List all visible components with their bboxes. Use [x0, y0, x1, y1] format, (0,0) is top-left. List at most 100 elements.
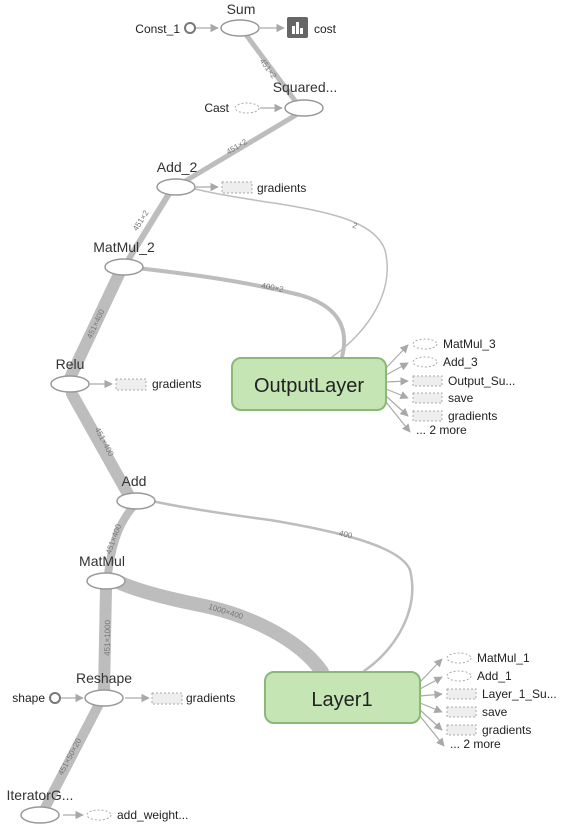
- edge-layer1-out-4: [419, 702, 443, 714]
- edge-label-output-matmul2: 400×2: [261, 281, 285, 294]
- group-outputlayer-box[interactable]: [231, 357, 387, 411]
- op-nodes: Sum Squared... Add_2 MatMul_2 Relu Add M…: [7, 1, 338, 824]
- node-relu-title: Relu: [56, 356, 85, 372]
- add2-gradients-node[interactable]: [221, 181, 253, 194]
- edge-outputlayer-out-3: [385, 377, 409, 386]
- edge-matmul2-add2: [124, 189, 173, 265]
- output-more-label[interactable]: ... 2 more: [416, 423, 467, 437]
- output-node-gradients[interactable]: [412, 410, 443, 422]
- group-outputlayer-label: OutputLayer: [254, 375, 364, 397]
- add2-gradients-label: gradients: [257, 181, 306, 195]
- shape-node[interactable]: [49, 692, 61, 704]
- node-sum-title: Sum: [227, 1, 256, 17]
- node-iterator-title: IteratorG...: [7, 787, 74, 803]
- edge-layer1-matmul: [109, 574, 329, 679]
- layer1-label-save: save: [482, 705, 508, 719]
- cast-label: Cast: [204, 101, 229, 115]
- outputlayer-fan: [385, 344, 411, 433]
- layer1-node-gradients[interactable]: [446, 724, 477, 736]
- edge-outputlayer-out-6: [385, 401, 411, 433]
- node-matmul2-title: MatMul_2: [93, 239, 155, 255]
- side-connections: [61, 23, 285, 820]
- output-label-save: save: [448, 391, 474, 405]
- cast-node[interactable]: [234, 102, 260, 114]
- edge-squared-sum: [244, 33, 299, 105]
- output-node-matmul3[interactable]: [412, 338, 438, 350]
- side-nodes: Const_1 cost Cast gradients gradients sh…: [12, 17, 337, 822]
- reshape-gradients-node[interactable]: [151, 692, 183, 705]
- layer1-node-save[interactable]: [446, 706, 477, 718]
- shape-label: shape: [12, 691, 45, 705]
- relu-gradients-node[interactable]: [115, 378, 147, 391]
- edge-label-add2-squared: 451×2: [225, 137, 249, 157]
- node-squared[interactable]: [284, 99, 324, 117]
- layer1-node-matmul1[interactable]: [446, 652, 472, 664]
- output-node-add3[interactable]: [412, 356, 438, 368]
- edge-iterator-reshape: [39, 701, 103, 815]
- node-sum[interactable]: [220, 19, 260, 37]
- output-label-add3: Add_3: [443, 355, 478, 369]
- node-reshape[interactable]: [84, 689, 124, 707]
- edge-reshape-matmul: [98, 582, 112, 698]
- edge-layer1-out-3: [419, 690, 443, 699]
- cost-icon-bar-2: [296, 22, 299, 34]
- group-layer1[interactable]: Layer1: [264, 671, 421, 724]
- edge-relu-matmul2: [64, 266, 126, 384]
- layer1-node-layer1-summary[interactable]: [446, 688, 477, 700]
- edges: [39, 33, 414, 815]
- cost-icon-bar-3: [300, 28, 303, 34]
- layer1-fan: [419, 658, 445, 747]
- output-label-matmul3: MatMul_3: [443, 337, 496, 351]
- node-add2-title: Add_2: [157, 159, 198, 175]
- node-reshape-title: Reshape: [76, 670, 132, 686]
- layer1-outputs: MatMul_1 Add_1 Layer_1_Su... save gradie…: [446, 651, 557, 751]
- edge-output-add2: [191, 187, 388, 358]
- layer1-label-gradients: gradients: [482, 723, 531, 737]
- node-add[interactable]: [116, 492, 156, 510]
- output-node-save[interactable]: [412, 392, 443, 404]
- reshape-gradients-label: gradients: [186, 691, 235, 705]
- edge-label-layer1-add: 400: [338, 529, 354, 541]
- edge-outputlayer-out-1: [385, 344, 409, 369]
- const1-label: Const_1: [135, 22, 180, 36]
- output-label-gradients: gradients: [448, 409, 497, 423]
- layer1-label-add1: Add_1: [477, 669, 512, 683]
- edge-label-output-add2: 2: [351, 221, 359, 231]
- node-add2[interactable]: [156, 178, 196, 196]
- node-add-title: Add: [122, 473, 147, 489]
- outputlayer-outputs: MatMul_3 Add_3 Output_Su... save gradien…: [412, 337, 515, 437]
- cost-icon-bar-1: [292, 26, 295, 34]
- layer1-more-label[interactable]: ... 2 more: [450, 737, 501, 751]
- edge-layer1-add: [150, 499, 414, 673]
- edge-layer1-out-6: [419, 715, 445, 747]
- edge-label-reshape-matmul: 451×1000: [103, 619, 113, 656]
- group-layer1-label: Layer1: [311, 689, 372, 711]
- node-relu[interactable]: [50, 375, 90, 393]
- edge-add-relu: [66, 388, 134, 500]
- cost-label: cost: [314, 22, 337, 36]
- const1-node[interactable]: [184, 22, 196, 34]
- edge-output-matmul2: [135, 266, 347, 359]
- edge-label-matmul-add: 451×400: [104, 522, 123, 555]
- edge-outputlayer-out-5: [385, 395, 409, 417]
- layer1-node-add1[interactable]: [446, 670, 472, 682]
- group-layer1-box[interactable]: [264, 671, 421, 724]
- node-matmul-title: MatMul: [79, 553, 125, 569]
- group-outputlayer[interactable]: OutputLayer: [231, 357, 387, 411]
- node-matmul2[interactable]: [104, 258, 144, 276]
- add-weight-node[interactable]: [86, 809, 112, 821]
- layer1-label-matmul1: MatMul_1: [477, 651, 530, 665]
- node-iterator[interactable]: [20, 806, 60, 824]
- edge-matmul-add: [104, 504, 136, 578]
- node-squared-title: Squared...: [273, 79, 338, 95]
- edge-outputlayer-out-4: [385, 388, 409, 400]
- layer1-label-layer1-summary: Layer_1_Su...: [482, 687, 557, 701]
- node-matmul[interactable]: [86, 572, 126, 590]
- add-weight-label: add_weight...: [117, 808, 188, 822]
- edge-add2-squared: [179, 112, 299, 186]
- edge-layer1-out-2: [419, 676, 443, 690]
- output-node-output-summary[interactable]: [412, 375, 443, 387]
- relu-gradients-label: gradients: [152, 377, 201, 391]
